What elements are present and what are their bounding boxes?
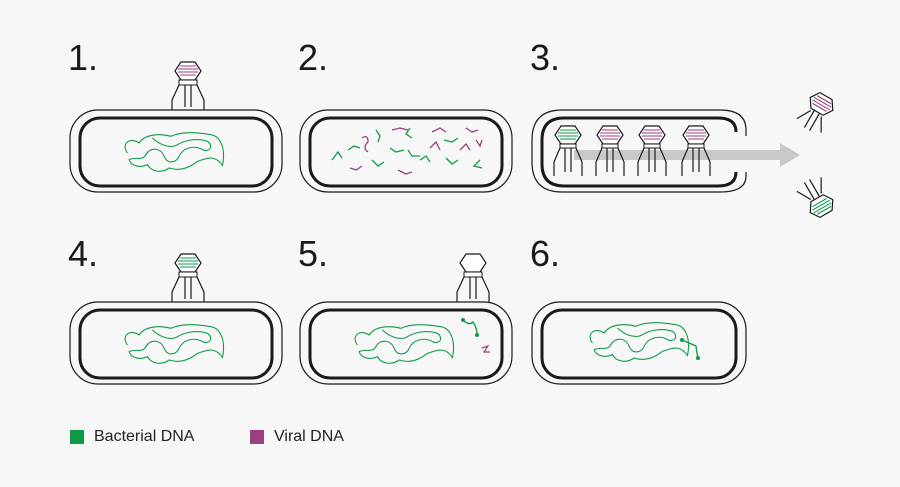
legend-swatch-viral: [250, 430, 264, 444]
legend-swatch-bacterial: [70, 430, 84, 444]
cell-membrane: [308, 116, 504, 188]
panel-6: [531, 301, 747, 385]
empty-phage-injected: [456, 253, 490, 302]
cell-wall: [69, 301, 283, 385]
cell-wall: [299, 109, 513, 193]
progeny-phage: [595, 125, 625, 176]
dna-fragments: [331, 127, 483, 175]
step-number-6: 6.: [530, 233, 560, 274]
progeny-phage: [637, 125, 667, 176]
progeny-phages: [553, 125, 711, 176]
cell-wall: [299, 301, 513, 385]
legend-item-bacterial-dna: Bacterial DNA: [70, 428, 194, 446]
cell-membrane: [78, 116, 274, 188]
progeny-phage: [681, 125, 711, 176]
step-number-2: 2.: [298, 37, 328, 78]
bacterial-dna: [354, 324, 455, 364]
transducing-phage-attaching: [171, 253, 205, 302]
released-phage-viral: [796, 91, 834, 133]
cell-membrane: [308, 308, 504, 380]
legend-label-bacterial: Bacterial DNA: [94, 428, 195, 445]
bacterial-dna: [124, 132, 225, 172]
cell-wall: [531, 301, 747, 385]
progeny-phage-transducing: [553, 125, 583, 176]
integration-point: [680, 338, 684, 342]
legend-label-viral: Viral DNA: [274, 428, 344, 445]
step-number-1: 1.: [68, 37, 98, 78]
cell-wall-lysed: [531, 109, 747, 193]
cell-membrane-lysed: [540, 116, 738, 188]
recombinant-bacterial-dna: [589, 322, 690, 362]
cell-wall: [69, 109, 283, 193]
phage-attaching: [171, 61, 205, 110]
bacterial-dna: [124, 324, 225, 364]
panel-4: [69, 253, 283, 385]
panel-5: [299, 253, 513, 385]
cell-membrane: [78, 308, 274, 380]
cell-membrane: [540, 308, 738, 380]
step-number-3: 3.: [530, 37, 560, 78]
step-number-4: 4.: [68, 233, 98, 274]
panel-3: [531, 91, 834, 219]
integrated-dna-segment: [681, 339, 699, 361]
integration-point: [696, 356, 700, 360]
panel-2: [299, 109, 513, 193]
release-arrow: [574, 143, 800, 167]
injected-dna: [461, 318, 490, 353]
released-phage-bacterial: [796, 177, 834, 219]
step-number-5: 5.: [298, 233, 328, 274]
legend-item-viral-dna: Viral DNA: [250, 428, 344, 446]
panel-1: [69, 61, 283, 193]
